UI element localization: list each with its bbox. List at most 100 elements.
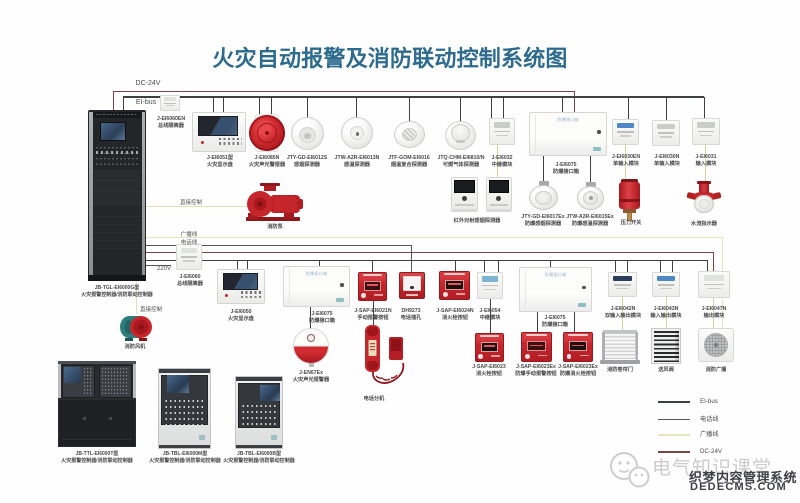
air-supply-valve-label-line: 送风阀 bbox=[658, 367, 674, 373]
legend-label: EI-bus bbox=[700, 398, 718, 405]
button-top-text bbox=[567, 334, 589, 337]
wire-bus bbox=[707, 260, 709, 271]
manual-callpoint-6021n-label-line: 手动报警按钮 bbox=[357, 314, 389, 321]
module-sticker bbox=[481, 275, 499, 282]
beam-smoke-detectors-label: 红外对射感烟探测器 bbox=[432, 218, 522, 225]
beam-left-lens bbox=[461, 195, 467, 201]
wire-dc24 bbox=[113, 90, 575, 92]
ex-interface-box-2-label-line: 防爆接口箱 bbox=[309, 317, 335, 324]
phone-jack-dh9273-label-line: 电话插孔 bbox=[400, 314, 422, 321]
main-cabinet-label-line: 火灾报警控制器/消防联动控制器 bbox=[81, 291, 153, 298]
button-window-text bbox=[448, 283, 461, 285]
module-sticker bbox=[703, 274, 725, 281]
box-ei-mark bbox=[578, 303, 586, 307]
switch-nipple bbox=[626, 212, 633, 222]
smoke-detector-6012s bbox=[291, 117, 324, 150]
panel-logo-dot bbox=[271, 435, 277, 440]
cabinet-rail-right bbox=[141, 112, 145, 277]
wire-bus bbox=[247, 260, 249, 269]
input-module-6030n bbox=[652, 120, 680, 146]
hydrant-button-6023-label-line: J-SAP-EI6023 bbox=[472, 364, 506, 370]
beam-smoke-detectors bbox=[451, 176, 512, 215]
ex-manual-callpoint-6023ex bbox=[521, 332, 552, 362]
legend-item: 电话线 bbox=[658, 413, 748, 427]
sphere-sounder-en67ex bbox=[293, 328, 329, 367]
detector-probe bbox=[355, 131, 359, 136]
wire-bus bbox=[550, 260, 552, 267]
box-ei-mark bbox=[593, 147, 601, 151]
wall-cabinet-tbl-m-label: JB-TBL-EI6000M型火灾报警控制器/消防联动控制器 bbox=[148, 451, 222, 464]
wire-ctrl bbox=[622, 297, 624, 330]
input-module-6030en bbox=[612, 119, 639, 145]
water-flow-indicator bbox=[686, 181, 722, 214]
sphere-badge bbox=[307, 333, 315, 342]
manual-callpoint-6021n bbox=[358, 272, 387, 301]
wire-bus bbox=[310, 307, 312, 329]
output-module-6047n-label-line: J-EI6047N bbox=[701, 306, 727, 312]
beam-smoke-detectors-label-line: 红外对射感烟探测器 bbox=[453, 218, 501, 224]
button-top-text bbox=[362, 274, 383, 277]
console-cabinet-ttl bbox=[58, 361, 136, 447]
flow-disc-inner bbox=[698, 199, 710, 210]
module-print2 bbox=[165, 104, 175, 107]
module-print bbox=[657, 284, 675, 286]
legend-line-bcast bbox=[658, 434, 690, 436]
input-module-6030n-label-line: J-EI6030N bbox=[654, 154, 680, 160]
smoke-detector-6012s-label-line: JTY-GD-EI6012S bbox=[286, 155, 328, 161]
wire-bcast bbox=[146, 236, 723, 238]
console-rail-right bbox=[133, 364, 136, 398]
ex-manual-callpoint-6023ex-label-line: J-SAP-EI6023Ex bbox=[516, 364, 556, 370]
button-glyph-2 bbox=[538, 354, 548, 357]
input-module-6030en-label-line: 单输入模块 bbox=[613, 160, 639, 167]
module-print2 bbox=[484, 288, 496, 291]
ex-heat-6015ex-label-line: JTW-A2R-EI6015Ex bbox=[566, 214, 614, 220]
wire-ctrl bbox=[666, 297, 668, 329]
button-window-text bbox=[483, 345, 496, 347]
ex-smoke-6017ex bbox=[526, 181, 561, 212]
wire-ctrl bbox=[497, 145, 499, 178]
fire-display-6051 bbox=[192, 112, 246, 152]
repeater-6054-label-line: J-EI6054 bbox=[479, 308, 501, 314]
wall-cabinet-tbl-b-label: JB-TBL-EI6000B型火灾报警控制器/消防联动控制器 bbox=[222, 451, 296, 464]
hydrant-button-6023 bbox=[475, 333, 504, 362]
sounder-6085n-label-line: J-EI6085N bbox=[254, 155, 280, 161]
speaker-grille bbox=[703, 332, 729, 358]
fire-shutter-door bbox=[600, 330, 640, 364]
jack-hole bbox=[410, 285, 415, 290]
io-module-6043n-label-line: J-EI6043N bbox=[653, 306, 679, 312]
fire-broadcast-speaker bbox=[698, 328, 734, 362]
wire-bus bbox=[562, 97, 564, 113]
box-print-label: 防爆接口箱 bbox=[544, 272, 567, 278]
module-sticker bbox=[616, 122, 635, 129]
wire-bus bbox=[543, 156, 545, 182]
ex-heat-6015ex-label-line: 防爆感温探测器 bbox=[571, 220, 609, 227]
air-supply-valve bbox=[651, 328, 681, 364]
water-flow-indicator-label-line: 水流指示器 bbox=[691, 221, 717, 227]
panel-grid bbox=[164, 397, 205, 426]
wire-bus bbox=[491, 97, 493, 118]
module-sticker bbox=[493, 121, 511, 128]
panel-bottom-band bbox=[236, 445, 282, 448]
switch-band bbox=[619, 199, 640, 203]
panel-screen bbox=[167, 375, 190, 393]
wall-cabinet-tbl-b-label-line: JB-TBL-EI6000B型 bbox=[237, 451, 281, 457]
fire-broadcast-speaker-label: 消防广播 bbox=[671, 367, 761, 374]
pressure-switch bbox=[616, 179, 643, 222]
module-sticker bbox=[163, 97, 177, 101]
detector-inner bbox=[535, 190, 552, 205]
bus-isolator-6060en-label-line: 总线隔离器 bbox=[158, 122, 184, 129]
shutter-top-bar bbox=[603, 330, 637, 333]
console-lower-body bbox=[59, 400, 135, 446]
flow-head bbox=[699, 181, 709, 194]
box-crease bbox=[289, 269, 290, 304]
shutter-rail-right bbox=[635, 332, 638, 360]
fire-display-6051-label: J-EI6051型火灾显示盘 bbox=[175, 155, 265, 169]
button-glyph bbox=[478, 354, 484, 360]
telephone-extension bbox=[362, 325, 408, 387]
